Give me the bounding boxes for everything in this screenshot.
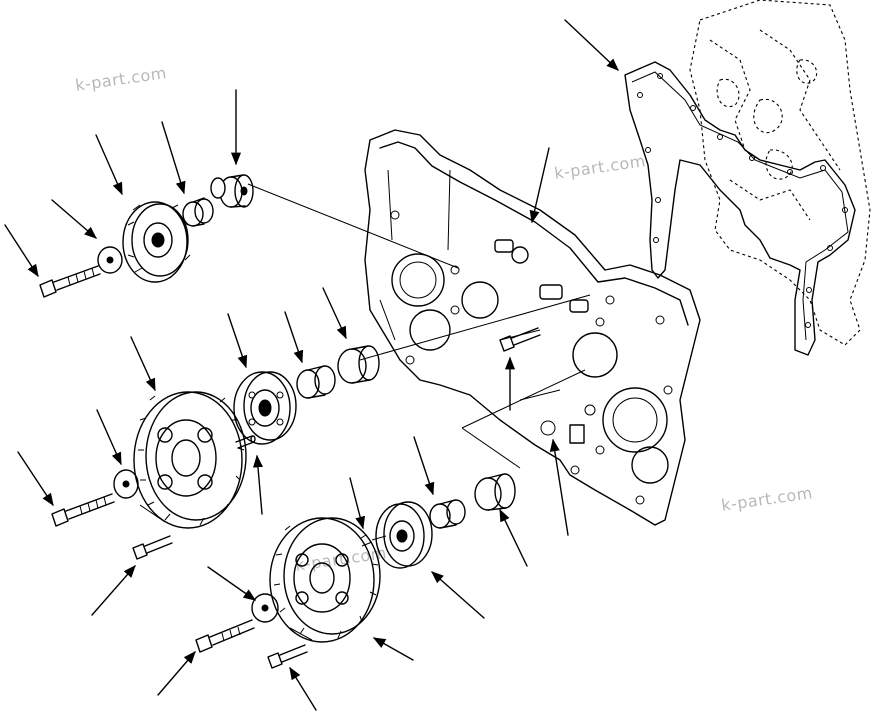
- callout-arrows: [4, 19, 619, 711]
- pump-gear-bolt: [195, 619, 255, 653]
- middle-idler-bushing: [296, 365, 336, 399]
- upper-idler-shaft: [210, 174, 254, 208]
- engine-block: [689, 0, 871, 346]
- upper-bolt: [39, 265, 101, 298]
- middle-idler-shaft: [337, 345, 380, 384]
- lower-small-bolt: [267, 644, 308, 669]
- assembly-center-lines: [139, 183, 591, 641]
- camshaft-gear: [133, 391, 247, 529]
- upper-idler-bushing: [182, 197, 214, 227]
- plug: [540, 420, 556, 436]
- dowel-pin: [235, 435, 256, 449]
- lower-idler-shaft: [474, 473, 516, 511]
- front-cover-gasket: [624, 61, 856, 356]
- upper-idler-gear: [122, 201, 191, 283]
- camshaft-washer: [113, 469, 139, 499]
- pump-drive-gear: [269, 517, 381, 643]
- upper-thrust-washer: [97, 246, 123, 274]
- middle-idler-gear: [233, 371, 297, 445]
- lower-idler-bushing: [429, 499, 466, 529]
- pump-gear-washer: [251, 593, 279, 623]
- camshaft-bolt: [51, 493, 115, 527]
- lower-idler-gear: [361, 501, 433, 569]
- front-gear-case-plate: [364, 129, 701, 526]
- small-bolt-left: [132, 535, 173, 560]
- cover-bolt: [499, 327, 541, 352]
